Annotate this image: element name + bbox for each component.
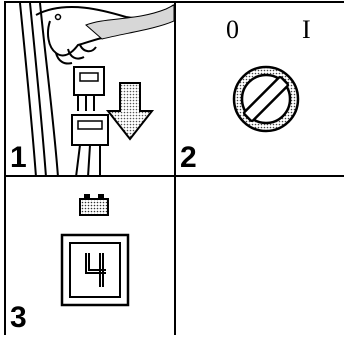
panel-step-3: 3	[6, 177, 176, 335]
panel-empty	[176, 177, 344, 335]
instruction-grid: 1 0 I 2	[4, 1, 344, 335]
digital-display-icon	[6, 177, 176, 335]
down-arrow-icon	[6, 3, 176, 177]
step-number: 3	[10, 303, 27, 333]
step-number: 2	[180, 143, 197, 173]
panel-step-2: 0 I 2	[176, 3, 344, 177]
key-switch-icon	[176, 3, 344, 177]
panel-step-1: 1	[6, 3, 176, 177]
step-number: 1	[10, 143, 27, 173]
